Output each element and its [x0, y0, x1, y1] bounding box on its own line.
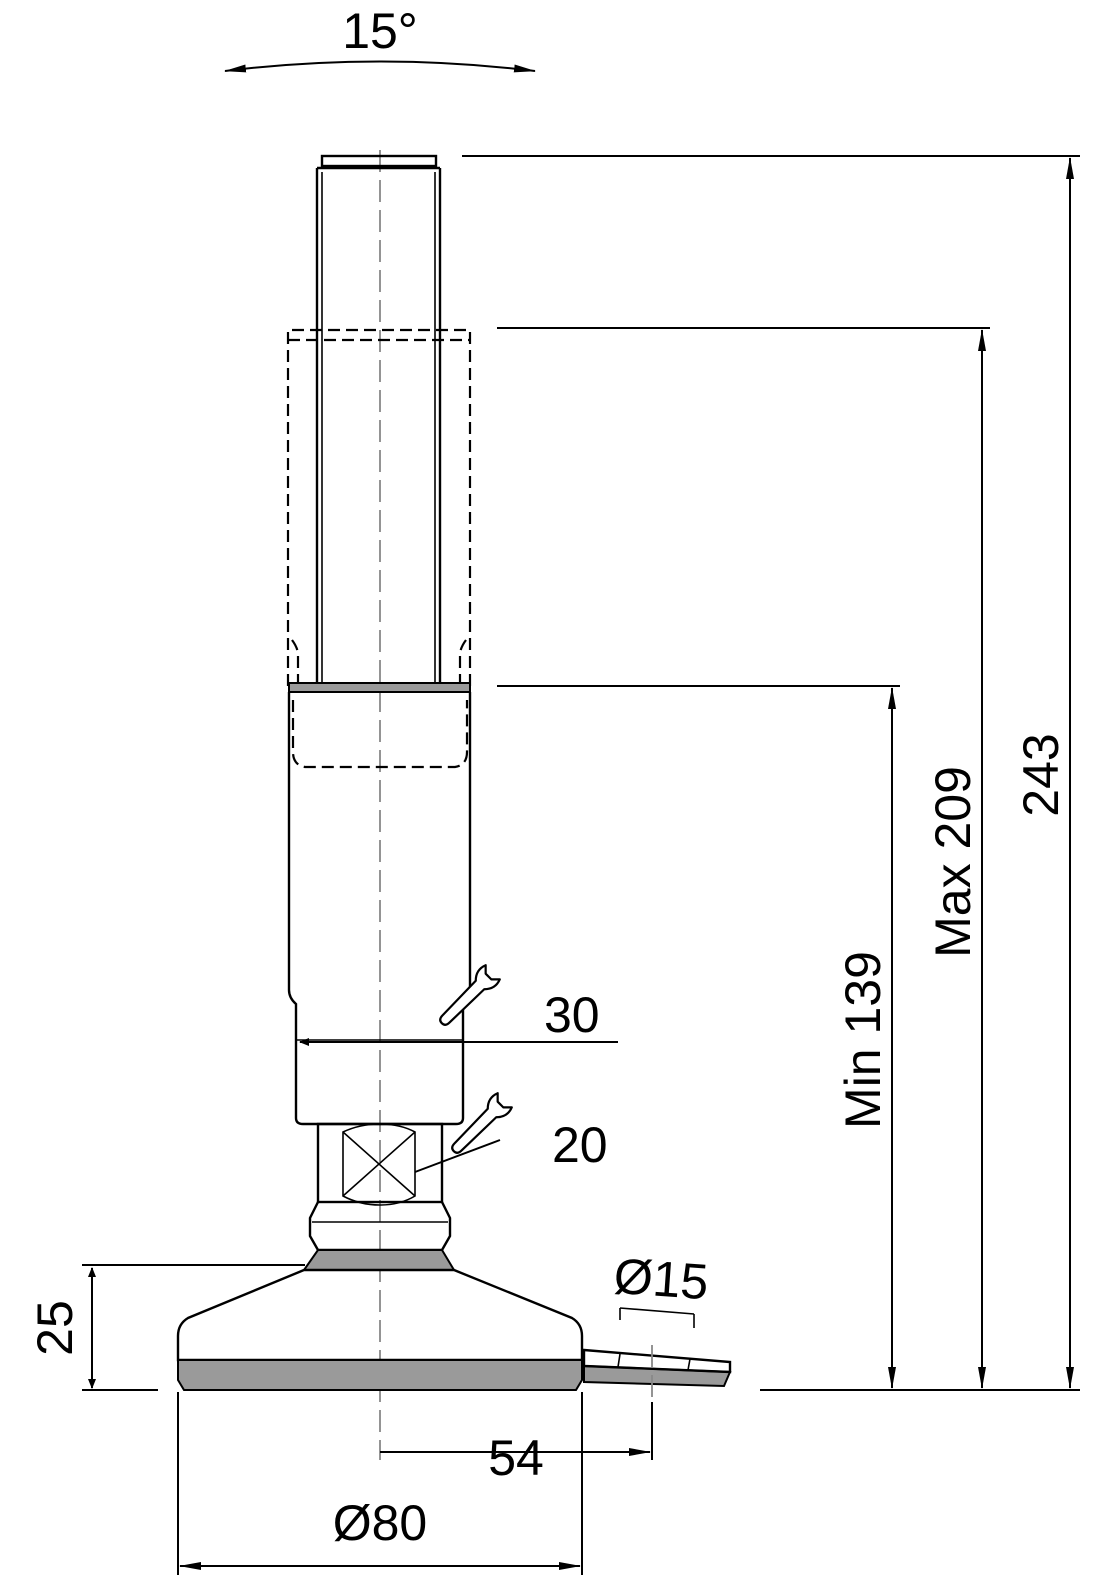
threaded-spindle: [315, 154, 442, 686]
base-height-label: 25: [27, 1300, 83, 1356]
hole-offset-label: 54: [488, 1430, 544, 1486]
dimension-hole-diameter: Ø15: [612, 1248, 710, 1328]
total-height-label: 243: [1013, 733, 1069, 816]
wrench-20-label: 20: [552, 1117, 608, 1173]
dimension-min-height: Min 139: [497, 685, 900, 1389]
dimension-hole-offset: 54: [380, 1402, 653, 1486]
base-foot: [176, 1249, 732, 1400]
dimension-total-height: 243: [462, 155, 1080, 1391]
wrench-icon: [451, 1092, 513, 1154]
hole-diameter-label: Ø15: [612, 1248, 710, 1310]
dimension-max-height: Max 209: [497, 327, 990, 1389]
wrench-30-label: 30: [544, 987, 600, 1043]
wrench-icon: [439, 964, 501, 1026]
lower-nut: [316, 1122, 444, 1206]
dimension-base-diameter: Ø80: [177, 1392, 583, 1575]
wrench-size-30: 30: [299, 964, 618, 1046]
min-height-label: Min 139: [835, 951, 891, 1129]
base-diameter-label: Ø80: [333, 1495, 428, 1551]
max-height-label: Max 209: [925, 766, 981, 958]
tilt-indicator: 15°: [224, 3, 536, 73]
dimension-base-height: 25: [27, 1264, 305, 1391]
wrench-size-20: 20: [414, 1092, 608, 1173]
tilt-angle-label: 15°: [342, 3, 418, 59]
max-position-outline: [286, 328, 472, 686]
